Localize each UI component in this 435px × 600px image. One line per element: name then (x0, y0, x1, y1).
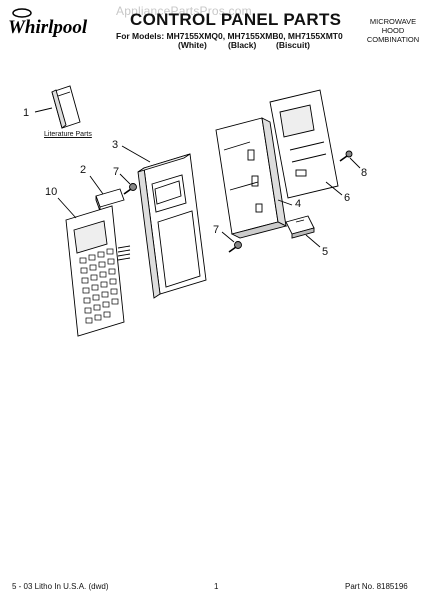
watermark: AppliancePartsPros.com (116, 4, 252, 18)
page-number: 1 (214, 582, 219, 591)
svg-text:Whirlpool: Whirlpool (8, 17, 88, 38)
callout-7: 7 (213, 224, 220, 236)
model-list: For Models: MH7155XMQ0, MH7155XMB0, MH71… (116, 31, 343, 41)
mounting-bracket (215, 117, 288, 239)
product-type-line: HOOD (381, 26, 405, 35)
leader-line (325, 181, 343, 196)
callout-3: 3 (112, 139, 119, 151)
leader-line (221, 231, 235, 243)
part-number: Part No. 8185196 (345, 582, 408, 591)
panel-insert (95, 188, 125, 212)
callout-1: 1 (23, 107, 30, 119)
callout-7: 7 (113, 166, 120, 178)
leader-line (119, 173, 131, 185)
leader-line (89, 175, 104, 195)
footer-litho: 5 - 03 Litho In U.S.A. (dwd) (12, 582, 109, 591)
callout-6: 6 (344, 192, 351, 204)
leader-line (349, 157, 361, 169)
callout-4: 4 (295, 198, 302, 210)
literature-booklet (51, 85, 81, 129)
mounting-clip (285, 215, 315, 239)
callout-10: 10 (45, 186, 58, 198)
control-board (269, 89, 339, 199)
membrane-keypad (65, 205, 131, 337)
callout-5: 5 (322, 246, 329, 258)
screw (228, 241, 242, 253)
control-panel-frame (137, 153, 207, 299)
callout-8: 8 (361, 167, 368, 179)
screw (339, 150, 353, 162)
product-type-line: MICROWAVE (369, 17, 417, 26)
color-black: (Black) (228, 40, 257, 50)
whirlpool-logo: Whirlpool (8, 8, 88, 38)
page-title: CONTROL PANEL PARTS (130, 10, 342, 29)
leader-line (121, 145, 151, 163)
leader-line (57, 197, 77, 219)
color-white: (White) (178, 40, 207, 50)
leader-line (305, 234, 321, 248)
leader-line (277, 199, 293, 206)
product-type-line: COMBINATION (366, 35, 420, 44)
leader-line (34, 107, 53, 113)
screw (123, 183, 137, 195)
color-biscuit: (Biscuit) (276, 40, 310, 50)
literature-parts-label: Literature Parts (44, 131, 92, 138)
callout-2: 2 (80, 164, 87, 176)
product-type: MICROWAVE HOOD COMBINATION (358, 17, 428, 44)
